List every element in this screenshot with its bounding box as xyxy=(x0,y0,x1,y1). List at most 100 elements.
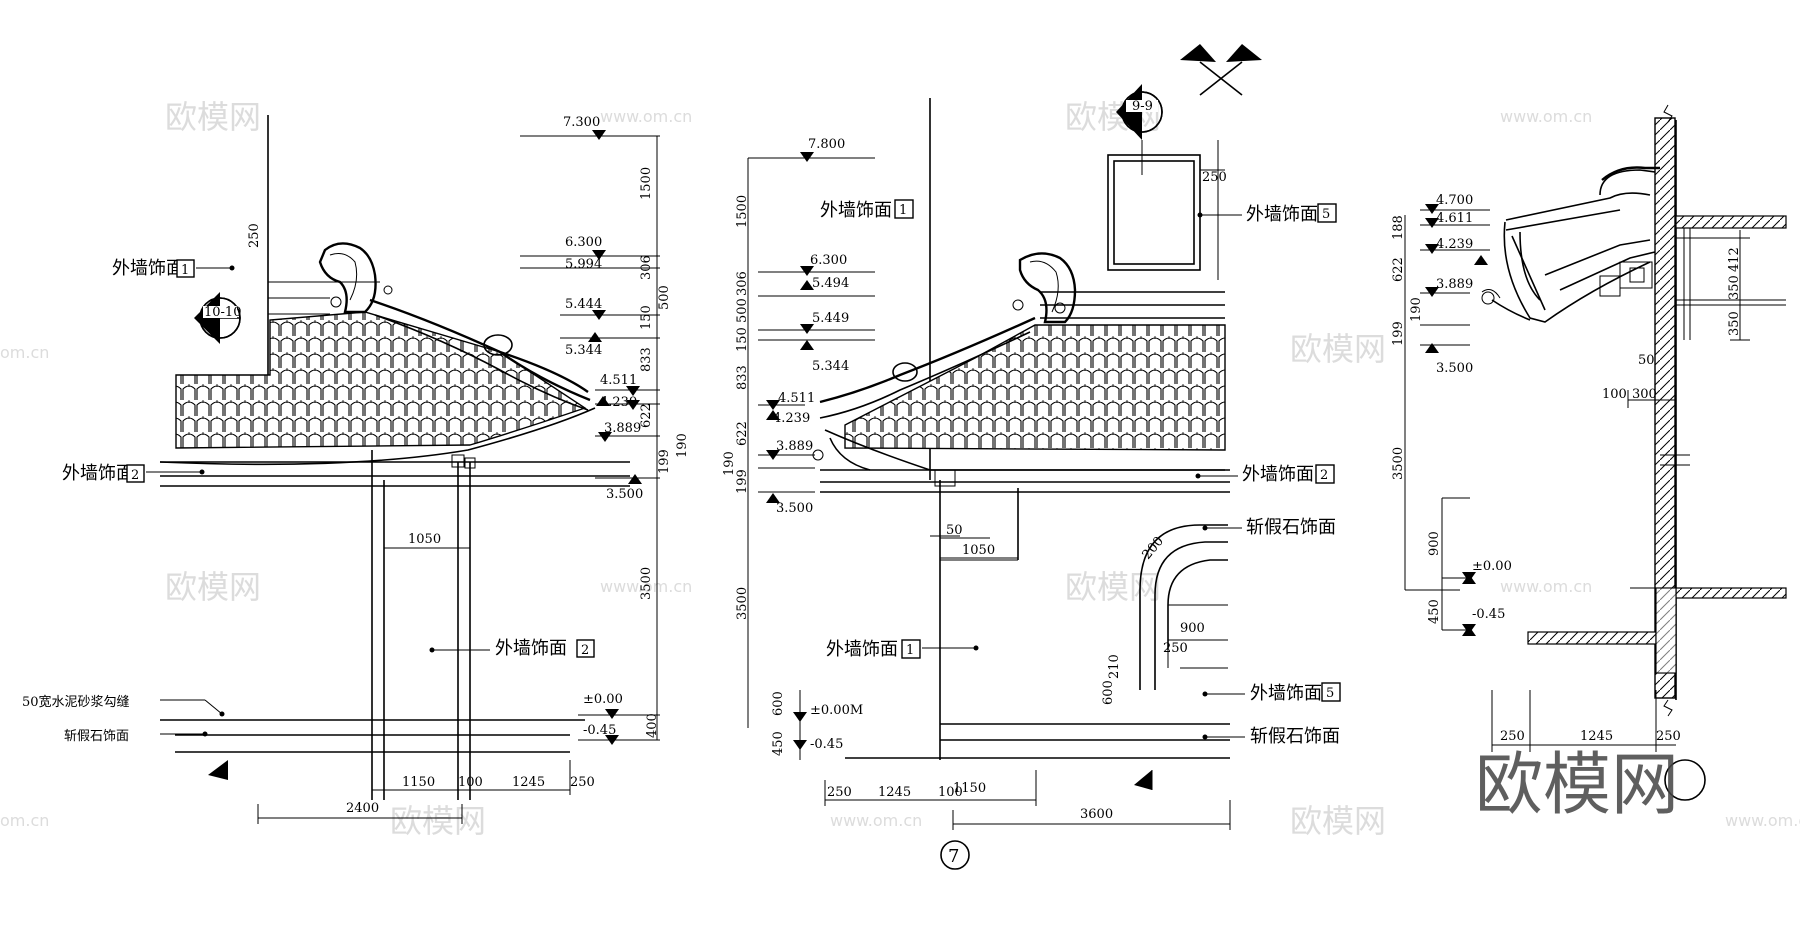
section-mark-9-9: 9-9 xyxy=(1116,84,1163,175)
label-stone-finish-2: 斩假石饰面 xyxy=(1202,726,1340,747)
dim-label: 306 xyxy=(735,271,750,296)
elev-label: 3.889 xyxy=(1436,277,1473,292)
elev-label: 4.511 xyxy=(778,391,815,406)
dim-label: 2400 xyxy=(346,801,379,816)
svg-text:2: 2 xyxy=(1320,468,1328,483)
svg-text:外墙饰面: 外墙饰面 xyxy=(1246,204,1318,225)
svg-text:斩假石饰面: 斩假石饰面 xyxy=(1246,517,1336,538)
dim-label: 150 500 xyxy=(735,298,750,352)
elev-label: 3.500 xyxy=(1436,361,1473,376)
brand-watermark: 欧模网 xyxy=(1475,746,1679,825)
middle-section: 250 9-9 900 250 200 600 210 xyxy=(722,44,1341,870)
elev-label: ±0.00M xyxy=(810,703,863,718)
north-arrow xyxy=(1180,44,1262,96)
elev-label: 5.494 xyxy=(812,276,849,291)
watermark-cn: 欧模网 xyxy=(165,98,261,136)
dim-label: 350 xyxy=(1727,311,1742,336)
elev-label: 3.500 xyxy=(776,501,813,516)
svg-text:外墙饰面: 外墙饰面 xyxy=(112,258,184,279)
label-wall-finish-1: 外墙饰面 1 xyxy=(112,258,235,279)
dim-label: 250 xyxy=(827,785,852,800)
svg-text:10-10: 10-10 xyxy=(204,305,241,320)
elev-label: 4.511 xyxy=(600,373,637,388)
elev-label: 5.344 xyxy=(812,359,849,374)
label-stone-finish: 斩假石饰面 xyxy=(1202,517,1336,538)
dim-label: 622 xyxy=(1391,257,1406,282)
dim-label: 450 xyxy=(771,731,786,756)
label-wall-finish-2: 外墙饰面 2 xyxy=(1195,464,1335,485)
dim-label: 250 xyxy=(1656,729,1681,744)
dim-label: 190 xyxy=(1409,297,1424,322)
svg-text:外墙饰面: 外墙饰面 xyxy=(495,638,567,659)
watermark-url: www.om.cn xyxy=(830,811,922,830)
dim-label: 3600 xyxy=(1080,807,1113,822)
dim-label: 100 xyxy=(458,775,483,790)
svg-text:1: 1 xyxy=(181,263,189,278)
elev-label: 3.500 xyxy=(606,487,643,502)
dim-label: 250 xyxy=(1202,170,1227,185)
dim-label: 300 xyxy=(1632,387,1657,402)
dim-label: 100 xyxy=(1602,387,1627,402)
watermark-domain: om.cn xyxy=(0,811,49,830)
svg-text:5: 5 xyxy=(1326,686,1334,701)
right-section: 4.700 4.611 4.239 3.889 3.500 ±0.00 -0.4… xyxy=(1391,104,1787,801)
elev-label: 4.239 xyxy=(1436,237,1473,252)
elev-label: -0.45 xyxy=(583,723,616,738)
dim-label: 3500 xyxy=(1391,447,1406,480)
dim-label: 400 xyxy=(645,713,660,738)
label-wall-finish-5: 外墙饰面 5 xyxy=(1197,203,1337,225)
watermark-url: www.om.cn xyxy=(600,107,692,126)
dim-label: 600 xyxy=(771,691,786,716)
dim-label: 412 xyxy=(1727,247,1742,272)
elev-label: 4.700 xyxy=(1436,193,1473,208)
dim-label: 250 xyxy=(247,223,262,248)
dim-label: 250 xyxy=(1163,641,1188,656)
svg-text:斩假石饰面: 斩假石饰面 xyxy=(1250,726,1340,747)
dim-label: 190 xyxy=(722,451,737,476)
svg-text:1: 1 xyxy=(899,203,907,218)
dim-label: 190 xyxy=(675,433,690,458)
svg-text:外墙饰面: 外墙饰面 xyxy=(826,639,898,660)
watermark-cn: 欧模网 xyxy=(390,802,486,840)
elev-label: 5.444 xyxy=(565,297,602,312)
label-wall-finish-5b: 外墙饰面 5 xyxy=(1202,682,1341,704)
svg-text:外墙饰面: 外墙饰面 xyxy=(820,200,892,221)
label-wall-finish-1: 外墙饰面 1 xyxy=(820,199,914,221)
dim-label: 1150 xyxy=(953,781,986,796)
svg-text:5: 5 xyxy=(1322,207,1330,222)
elev-label: 7.300 xyxy=(563,115,600,130)
label-wall-finish-2b: 外墙饰面 2 xyxy=(429,638,595,659)
svg-text:1: 1 xyxy=(906,643,914,658)
svg-text:50宽水泥砂浆勾缝: 50宽水泥砂浆勾缝 xyxy=(22,694,130,710)
dim-label: 833 xyxy=(639,347,654,372)
dim-label: 500 xyxy=(657,285,672,310)
svg-text:7: 7 xyxy=(948,846,959,867)
dim-label: 833 xyxy=(735,365,750,390)
elev-label: 6.300 xyxy=(810,253,847,268)
dim-label: 1245 xyxy=(512,775,545,790)
dim-label: 1050 xyxy=(962,543,995,558)
label-stone-finish: 斩假石饰面 xyxy=(64,729,208,744)
elev-label: ±0.00 xyxy=(1472,559,1512,574)
elev-label: ±0.00 xyxy=(583,692,623,707)
watermark-url: www.om.cn xyxy=(1500,107,1592,126)
watermark-url: www.om.cn xyxy=(1725,811,1800,830)
dim-label: 1150 xyxy=(402,775,435,790)
elev-label: 5.994 xyxy=(565,257,602,272)
dim-label: 1245 xyxy=(878,785,911,800)
label-wall-finish-2: 外墙饰面 2 xyxy=(62,463,205,484)
dim-label: 622 xyxy=(639,403,654,428)
watermarks: 欧模网 www.om.cn 欧模网 www.om.cn om.cn 欧模网 欧模… xyxy=(0,98,1800,840)
watermark-cn: 欧模网 xyxy=(1065,568,1161,606)
dim-label: 1500 xyxy=(639,167,654,200)
dim-label: 199 xyxy=(657,449,672,474)
dim-label: 306 xyxy=(639,255,654,280)
elev-label: 5.449 xyxy=(812,311,849,326)
dim-label: 1500 xyxy=(735,195,750,228)
dim-label: 199 xyxy=(735,469,750,494)
dim-label: 210 xyxy=(1107,654,1122,679)
dim-label: 350 xyxy=(1727,275,1742,300)
elev-label: -0.45 xyxy=(810,737,843,752)
dim-label: 50 xyxy=(946,523,963,538)
